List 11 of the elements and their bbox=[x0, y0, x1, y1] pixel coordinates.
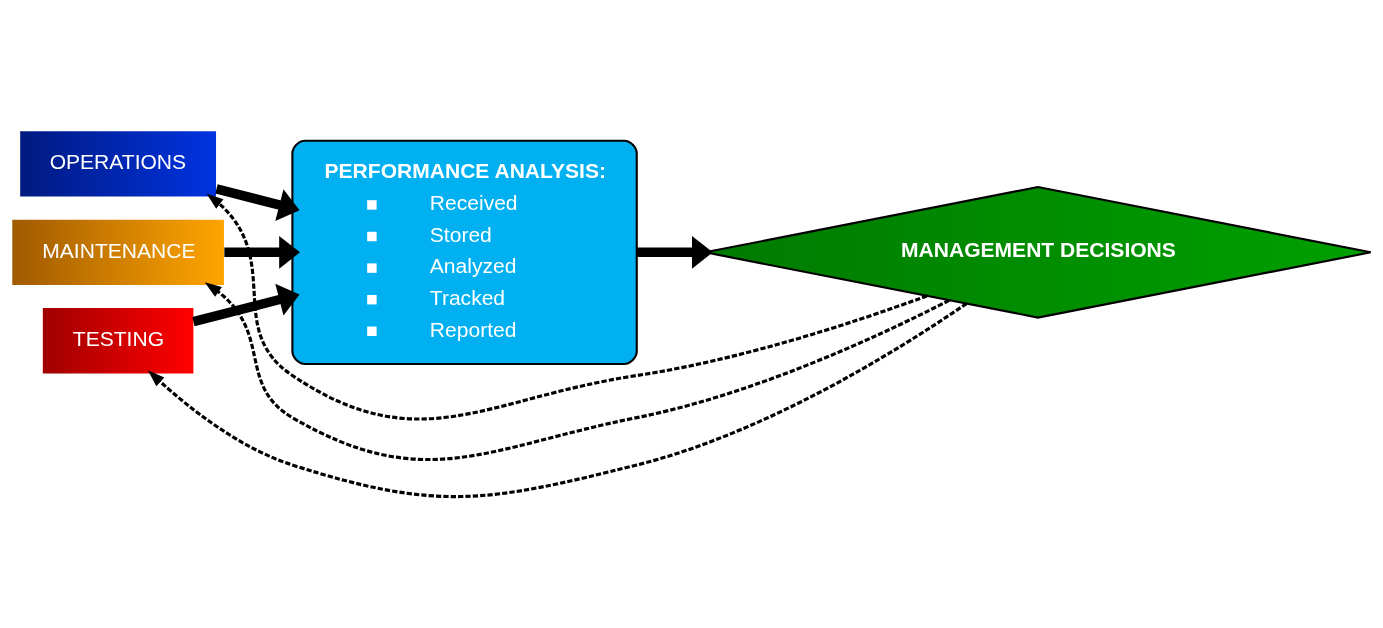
arrow bbox=[204, 282, 950, 461]
arrow bbox=[192, 283, 300, 327]
node-box: PERFORMANCE ANALYSIS: Received Stored Analyzed Tracked Reported bbox=[291, 139, 638, 365]
arrow bbox=[637, 235, 713, 269]
arrow bbox=[147, 302, 968, 499]
node-box: TESTING bbox=[42, 308, 194, 374]
arrow bbox=[224, 235, 300, 269]
node-box: MAINTENANCE bbox=[12, 219, 224, 285]
node-box: OPERATIONS bbox=[20, 131, 217, 197]
arrow bbox=[206, 193, 928, 421]
arrow bbox=[215, 184, 300, 221]
